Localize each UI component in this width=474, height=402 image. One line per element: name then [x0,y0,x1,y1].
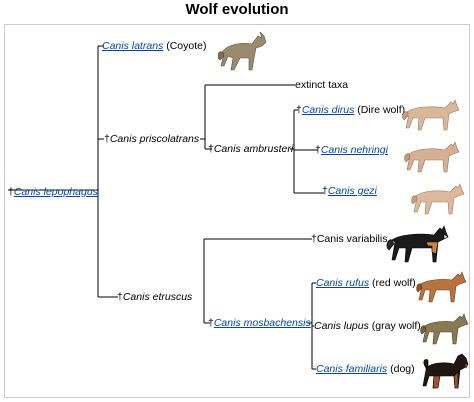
link-canis-gezi[interactable]: Canis gezi [327,185,377,197]
label-canis-priscolatrans: Canis priscolatrans [109,133,200,145]
label-canis-variabilis: Canis variabilis [316,233,388,245]
link-canis-mosbachensis[interactable]: Canis mosbachensis [213,317,311,329]
dagger-mark: † [104,133,110,145]
node-priscolatrans: †Canis priscolatrans [104,133,199,145]
link-canis-latrans[interactable]: Canis latrans [102,40,164,52]
node-gezi[interactable]: †Canis gezi [322,185,377,197]
dagger-mark: † [296,104,302,116]
gray-wolf-image [420,313,469,345]
diagram-border [4,24,470,398]
node-latrans[interactable]: Canis latrans (Coyote) [102,40,206,52]
node-nehringi[interactable]: †Canis nehringi [315,144,388,156]
node-rufus[interactable]: Canis rufus (red wolf) [316,277,416,289]
common-name-dog: (dog) [390,363,415,375]
node-dirus[interactable]: †Canis dirus (Dire wolf) [296,104,405,116]
dagger-mark: † [8,186,14,198]
dagger-mark: † [208,317,214,329]
common-name-coyote: (Coyote) [166,40,207,52]
label-canis-ambrusteri: Canis ambrusteri [213,143,294,155]
node-variabilis: †Canis variabilis [311,233,387,245]
common-name-red-wolf: (red wolf) [372,277,416,289]
dagger-mark: † [117,291,123,303]
node-mosbachensis[interactable]: †Canis mosbachensis [208,317,311,329]
node-familiaris[interactable]: Canis familiaris (dog) [316,363,415,375]
common-name-dire-wolf: (Dire wolf) [357,104,406,116]
node-etruscus: †Canis etruscus [117,291,192,303]
link-canis-lepophagus[interactable]: Canis lepophagus [13,186,98,198]
common-name-gray-wolf: (gray wolf) [371,320,421,332]
link-canis-dirus[interactable]: Canis dirus [301,104,355,116]
label-canis-lupus: Canis lupus [314,320,369,332]
link-canis-rufus[interactable]: Canis rufus [316,277,370,289]
dire-wolf-image [402,99,460,131]
diagram-title: Wolf evolution [185,1,289,18]
dagger-mark: † [315,144,321,156]
variabilis-image [386,225,449,263]
node-ambrusteri: †Canis ambrusteri [208,143,293,155]
label-canis-etruscus: Canis etruscus [122,291,193,303]
link-canis-nehringi[interactable]: Canis nehringi [320,144,388,156]
label-extinct-taxa: extinct taxa [295,79,349,91]
gezi-image [411,183,465,215]
dagger-mark: † [311,233,317,245]
nehringi-image [404,141,460,173]
dog-image [422,353,469,389]
node-lepophagus[interactable]: †Canis lepophagus [8,186,98,198]
dagger-mark: † [208,143,214,155]
red-wolf-image [416,271,467,303]
node-extinct-taxa: extinct taxa [295,79,348,91]
coyote-image [218,31,267,71]
dagger-mark: † [322,185,328,197]
node-lupus: Canis lupus (gray wolf) [314,320,421,332]
link-canis-familiaris[interactable]: Canis familiaris [316,363,388,375]
